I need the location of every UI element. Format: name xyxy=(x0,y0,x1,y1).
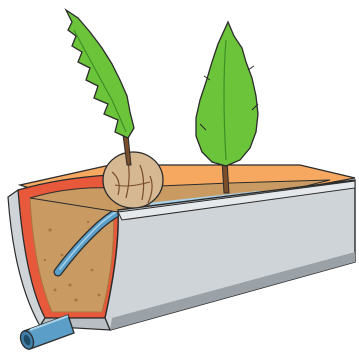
root-ball xyxy=(103,152,163,208)
right-tree-foliage xyxy=(196,22,258,166)
left-tree-foliage xyxy=(66,10,134,138)
